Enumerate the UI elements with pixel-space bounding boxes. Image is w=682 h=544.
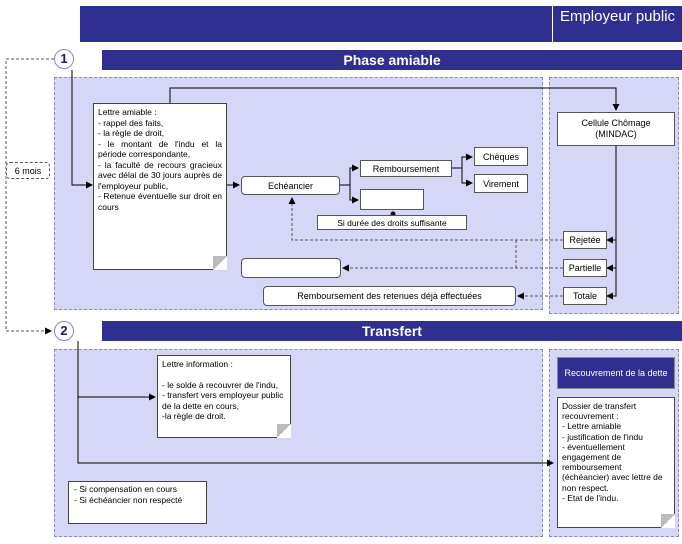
lettre-amiable-item: - la règle de droit, [98, 128, 165, 138]
phase-2-title: Transfert [102, 321, 682, 341]
recouvrement-title: Recouvrement de la dette [557, 357, 675, 389]
lettre-information-item: - transfert vers employeur public de la … [162, 390, 284, 411]
employer-title: Employeur public [552, 6, 682, 42]
virement-box: Virement [474, 174, 528, 193]
transfer-condition-item: - Si échéancier non respecté [74, 494, 183, 505]
page-fold-icon [661, 514, 675, 528]
header-bar [80, 6, 552, 42]
lettre-amiable-title: Lettre amiable : [98, 107, 157, 117]
transfer-conditions-box: - Si compensation en cours - Si échéanci… [68, 481, 207, 524]
lettre-amiable-item: - le montant de l'indu et la période cor… [98, 138, 222, 160]
dossier-transfert-item: - justification de l'indu [562, 431, 643, 442]
remboursement-retenues-box: Remboursement des retenues déjà effectué… [263, 286, 516, 306]
dossier-transfert-item: - Lettre amiable [562, 421, 622, 432]
dossier-transfert-item: - Etat de l'indu. [562, 492, 619, 503]
page-fold-icon [213, 256, 227, 270]
lettre-amiable-item: - la faculté de recours gracieux avec dé… [98, 159, 222, 191]
transfer-condition-item: - Si compensation en cours [74, 484, 177, 494]
lettre-amiable-item: - Retenue éventuelle sur droit en cours [98, 191, 222, 212]
lettre-information-title: Lettre information : [162, 359, 233, 369]
phase-1-title: Phase amiable [102, 50, 682, 70]
dossier-transfert-title: Dossier de transfert recouvrement : [562, 401, 637, 422]
timer-label: 6 mois [6, 162, 50, 179]
page-fold-icon [277, 424, 291, 438]
totale-box: Totale [563, 287, 607, 305]
condition-label: Si durée des droits suffisante [317, 215, 467, 230]
lettre-information-item: -la règle de droit. [162, 411, 226, 421]
dossier-transfert-note: Dossier de transfert recouvrement : - Le… [557, 397, 675, 528]
dossier-transfert-item: - éventuellement engagement de rembourse… [562, 441, 663, 493]
cheques-box: Chèques [474, 147, 528, 166]
lettre-information-note: Lettre information : - le solde à recouv… [157, 355, 291, 438]
partial-empty-box [241, 258, 341, 278]
phase-2-number: 2 [54, 321, 74, 341]
lettre-amiable-item: - rappel des faits, [98, 117, 164, 128]
partielle-box: Partielle [563, 259, 607, 277]
phase-1-number: 1 [54, 49, 74, 69]
remboursement-box: Remboursement [360, 160, 452, 177]
echeancier-box: Echéancier [241, 176, 340, 195]
empty-box [360, 189, 424, 210]
rejetee-box: Rejetée [563, 231, 607, 249]
lettre-information-item: - le solde à recouvrer de l'indu, [162, 379, 278, 390]
lettre-amiable-note: Lettre amiable : - rappel des faits, - l… [93, 103, 227, 270]
cellule-chomage-box: Cellule Chômage (MINDAC) [557, 112, 675, 146]
